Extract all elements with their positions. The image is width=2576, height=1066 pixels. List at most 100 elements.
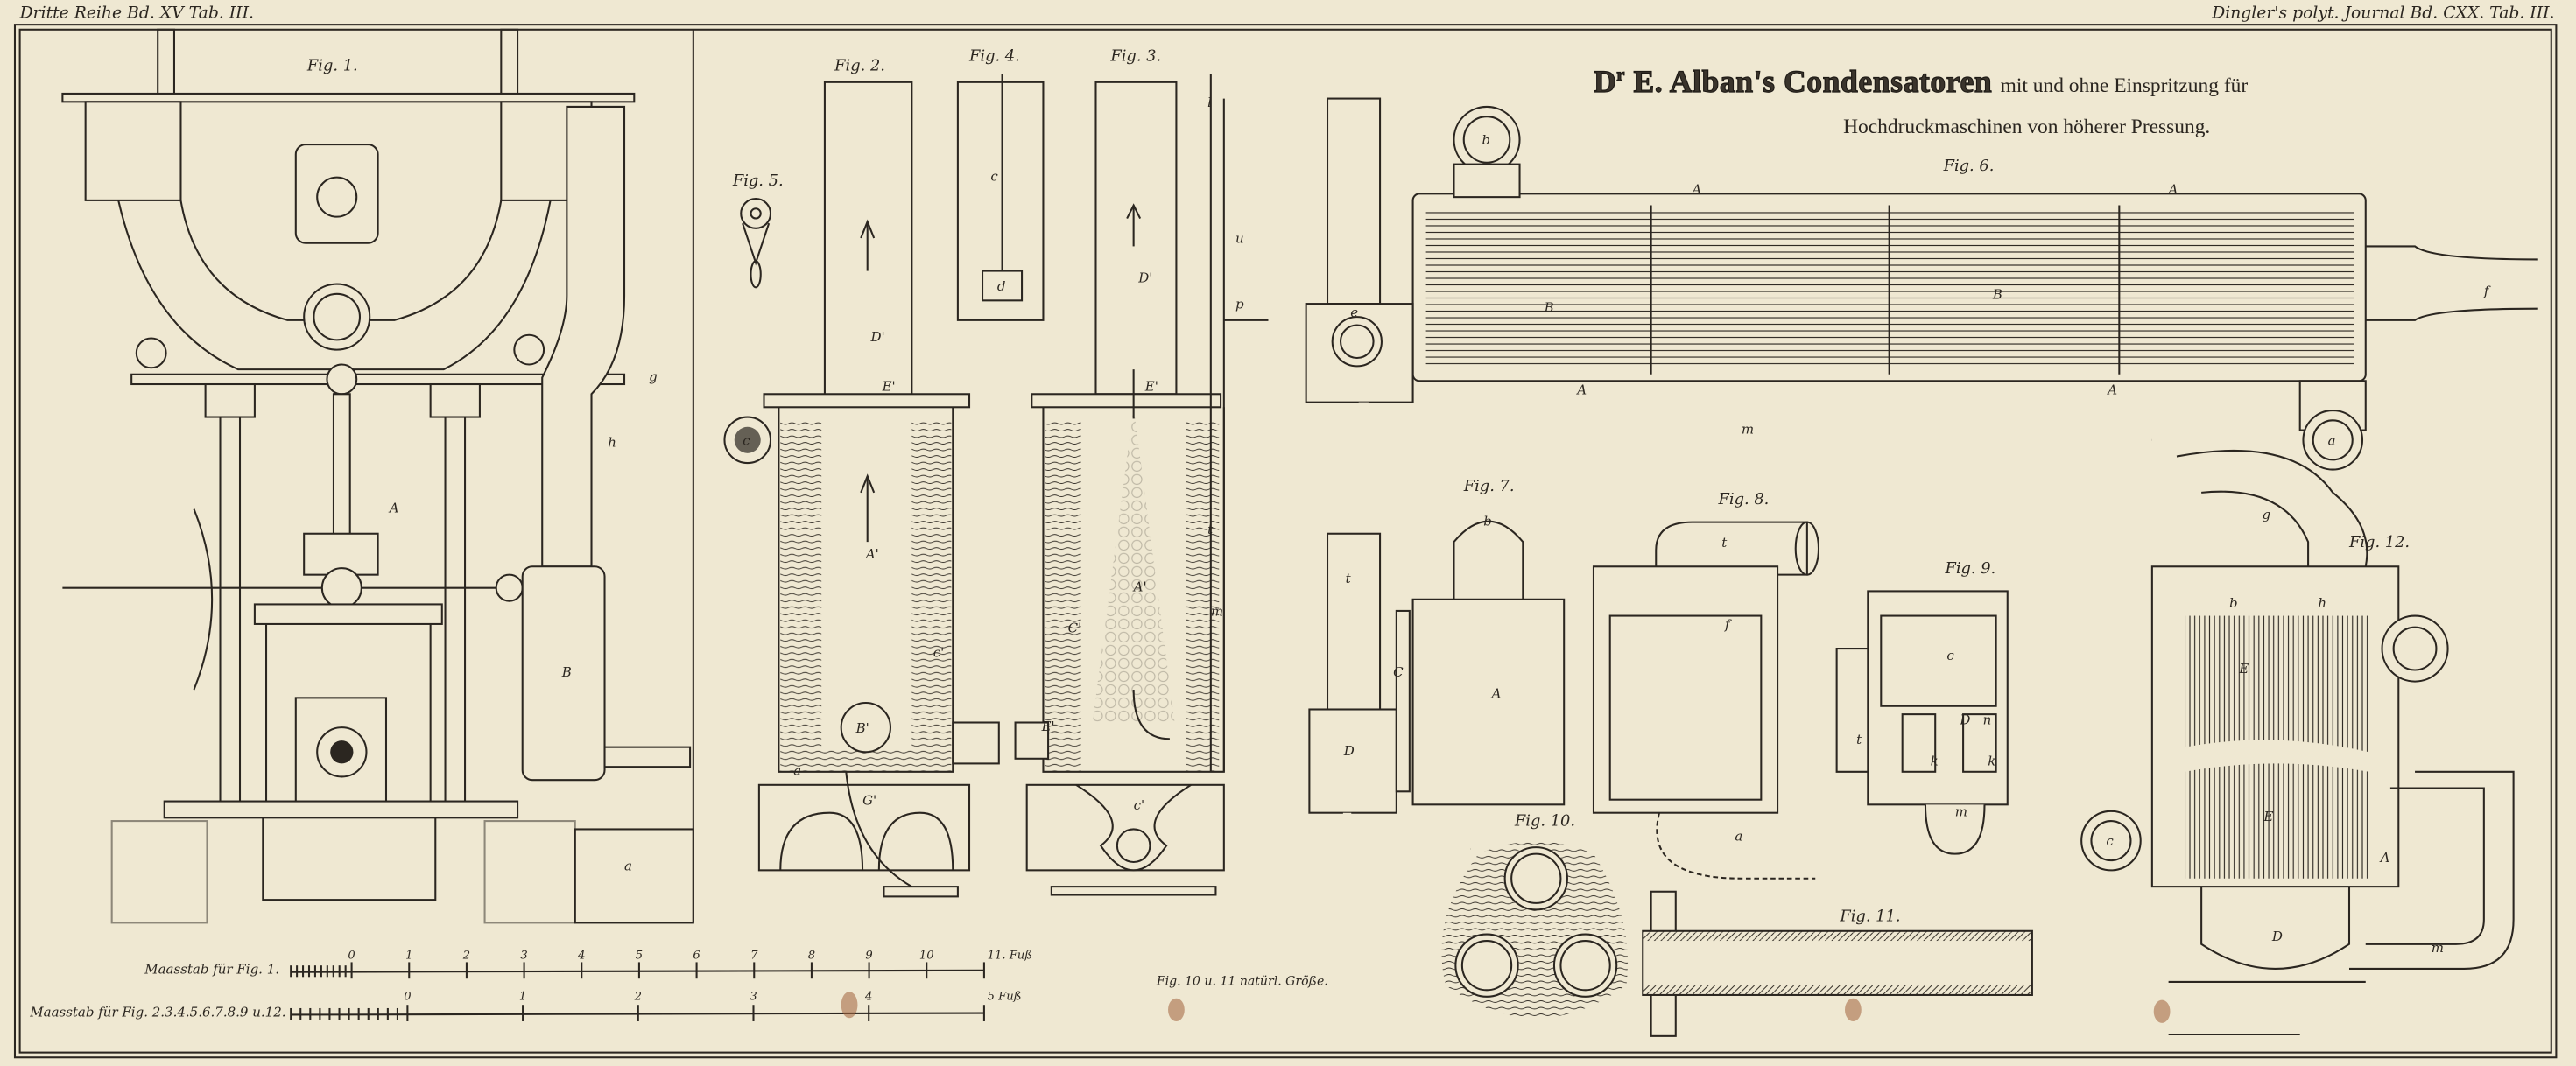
- part-letter: h: [608, 434, 616, 450]
- fig-7-label: Fig. 7.: [1463, 477, 1515, 495]
- part-letter: a: [793, 763, 801, 779]
- part-letter: C': [1068, 620, 1082, 635]
- part-letter: A: [2106, 382, 2117, 397]
- part-letter: e: [1350, 305, 1358, 320]
- scale-1-tick-label: 6: [693, 950, 700, 963]
- part-letter: c': [1134, 797, 1145, 813]
- scale-1-tick-label: 7: [750, 950, 758, 963]
- part-letter: c: [743, 432, 750, 448]
- header-right: Dingler's polyt. Journal Bd. CXX. Tab. I…: [2211, 4, 2554, 23]
- part-letter: A: [2379, 850, 2390, 866]
- figure-labels: Fig. 1. Fig. 2. Fig. 4. Fig. 3. Fig. 5. …: [306, 46, 2410, 925]
- part-letter: c': [933, 644, 945, 660]
- part-letter: D: [1959, 712, 1970, 727]
- fig-4-label: Fig. 4.: [968, 46, 1020, 65]
- part-letter: m: [1211, 604, 1223, 620]
- scale-1-tick-label: 3: [520, 950, 527, 963]
- fig-12-label: Fig. 12.: [2348, 533, 2410, 551]
- scale-1-line: [291, 969, 984, 973]
- figure-3-condenser-section: [1014, 74, 1269, 896]
- scale-2-tick-label: 3: [750, 991, 757, 1004]
- part-letter: A: [388, 500, 399, 515]
- title-line2: Hochdruckmaschinen von höherer Pressung.: [1843, 116, 2210, 138]
- part-letter: c: [990, 168, 998, 184]
- part-letter: f: [2483, 284, 2491, 299]
- figure-10-tube-cross-section: [1441, 841, 1629, 1019]
- fig-5-label: Fig. 5.: [732, 172, 784, 190]
- scale-1-end: 11. Fuß: [988, 950, 1032, 963]
- part-letter: b: [1482, 132, 1490, 148]
- part-letter: n: [1983, 712, 1992, 727]
- figure-5-valve-key: [740, 197, 772, 289]
- part-letter: B: [1992, 286, 2002, 302]
- scale-2-tick-label: 2: [634, 991, 642, 1004]
- part-letter: a: [1735, 829, 1742, 845]
- scale-2-end: 5 Fuß: [988, 991, 1022, 1004]
- part-letter: u: [1235, 231, 1244, 247]
- part-letter: b: [2229, 595, 2238, 611]
- title-rest: mit und ohne Einspritzung für: [2001, 74, 2249, 97]
- part-letter: t: [1856, 732, 1862, 747]
- part-letter: a: [2328, 432, 2336, 448]
- part-letter: l: [1207, 95, 1212, 110]
- scale-2-tick-label: 1: [519, 991, 526, 1004]
- part-letter: E: [2263, 809, 2273, 824]
- part-letter: m: [1955, 803, 1967, 819]
- fig-6-label: Fig. 6.: [1943, 157, 1995, 175]
- figure-8-tube-box: [1592, 521, 1820, 880]
- part-letter: E: [2238, 661, 2249, 677]
- part-letter: p: [1235, 297, 1244, 312]
- fig-9-label: Fig. 9.: [1944, 559, 1995, 578]
- part-letter: a: [624, 858, 632, 873]
- figure-7-condenser: [1308, 520, 1566, 853]
- scale-1-tick-label: 0: [348, 950, 355, 963]
- scale-1-tick-label: 4: [577, 950, 585, 963]
- part-letter: c: [1946, 648, 1954, 663]
- scale-2-tick-label: 4: [864, 991, 872, 1004]
- fig-2-label: Fig. 2.: [834, 57, 885, 75]
- title-main: E. Alban's Condensatoren: [1633, 64, 1992, 99]
- part-letter: g: [2263, 507, 2271, 522]
- scale-1-label: Maasstab für Fig. 1.: [144, 962, 279, 978]
- scale-1-tick-label: 2: [462, 950, 470, 963]
- figure-12-condenser: [2080, 449, 2515, 1036]
- scale-1-tick-label: 1: [405, 950, 412, 963]
- scale-2-tick-label: 0: [404, 991, 411, 1004]
- scale-1-tick-label: 10: [919, 950, 934, 963]
- part-letter: g: [649, 368, 658, 384]
- foxing-stains: [841, 992, 2171, 1023]
- part-letter: B: [1544, 299, 1554, 315]
- scale-1-tick-label: 9: [865, 950, 872, 963]
- part-letter: c: [2106, 833, 2114, 849]
- part-letter: A: [2167, 181, 2178, 197]
- part-letter: d: [997, 278, 1006, 294]
- figure-6-surface-condenser: [1305, 97, 2538, 471]
- part-letter: f: [1724, 617, 1732, 633]
- part-letter: E': [1144, 379, 1158, 395]
- part-letter: h: [2318, 595, 2326, 611]
- part-letter: D': [1137, 270, 1152, 286]
- figure-4-injector: [956, 74, 1045, 321]
- figure-2-condenser-section: [723, 81, 1000, 898]
- part-letter: k: [1931, 753, 1939, 768]
- figure-9-condenser: [1835, 590, 2009, 855]
- part-letter: B: [561, 664, 572, 680]
- fig-10-label: Fig. 10.: [1514, 812, 1575, 831]
- part-letter: G': [862, 792, 876, 808]
- part-letter: D': [869, 329, 884, 345]
- header-left: Dritte Reihe Bd. XV Tab. III.: [19, 4, 254, 23]
- fig-11-label: Fig. 11.: [1839, 908, 1900, 926]
- part-letter: C: [1393, 664, 1404, 680]
- fig-8-label: Fig. 8.: [1718, 490, 1770, 508]
- part-letter: m: [2432, 940, 2444, 956]
- fig-1-label: Fig. 1.: [306, 57, 358, 75]
- plate-border: [13, 24, 2558, 1059]
- part-letter: t: [1346, 571, 1352, 586]
- figure-1-engine: [61, 28, 694, 924]
- title-prefix-sup: r: [1616, 66, 1625, 85]
- part-letter: b: [1483, 513, 1492, 529]
- part-letter: D: [1343, 743, 1355, 759]
